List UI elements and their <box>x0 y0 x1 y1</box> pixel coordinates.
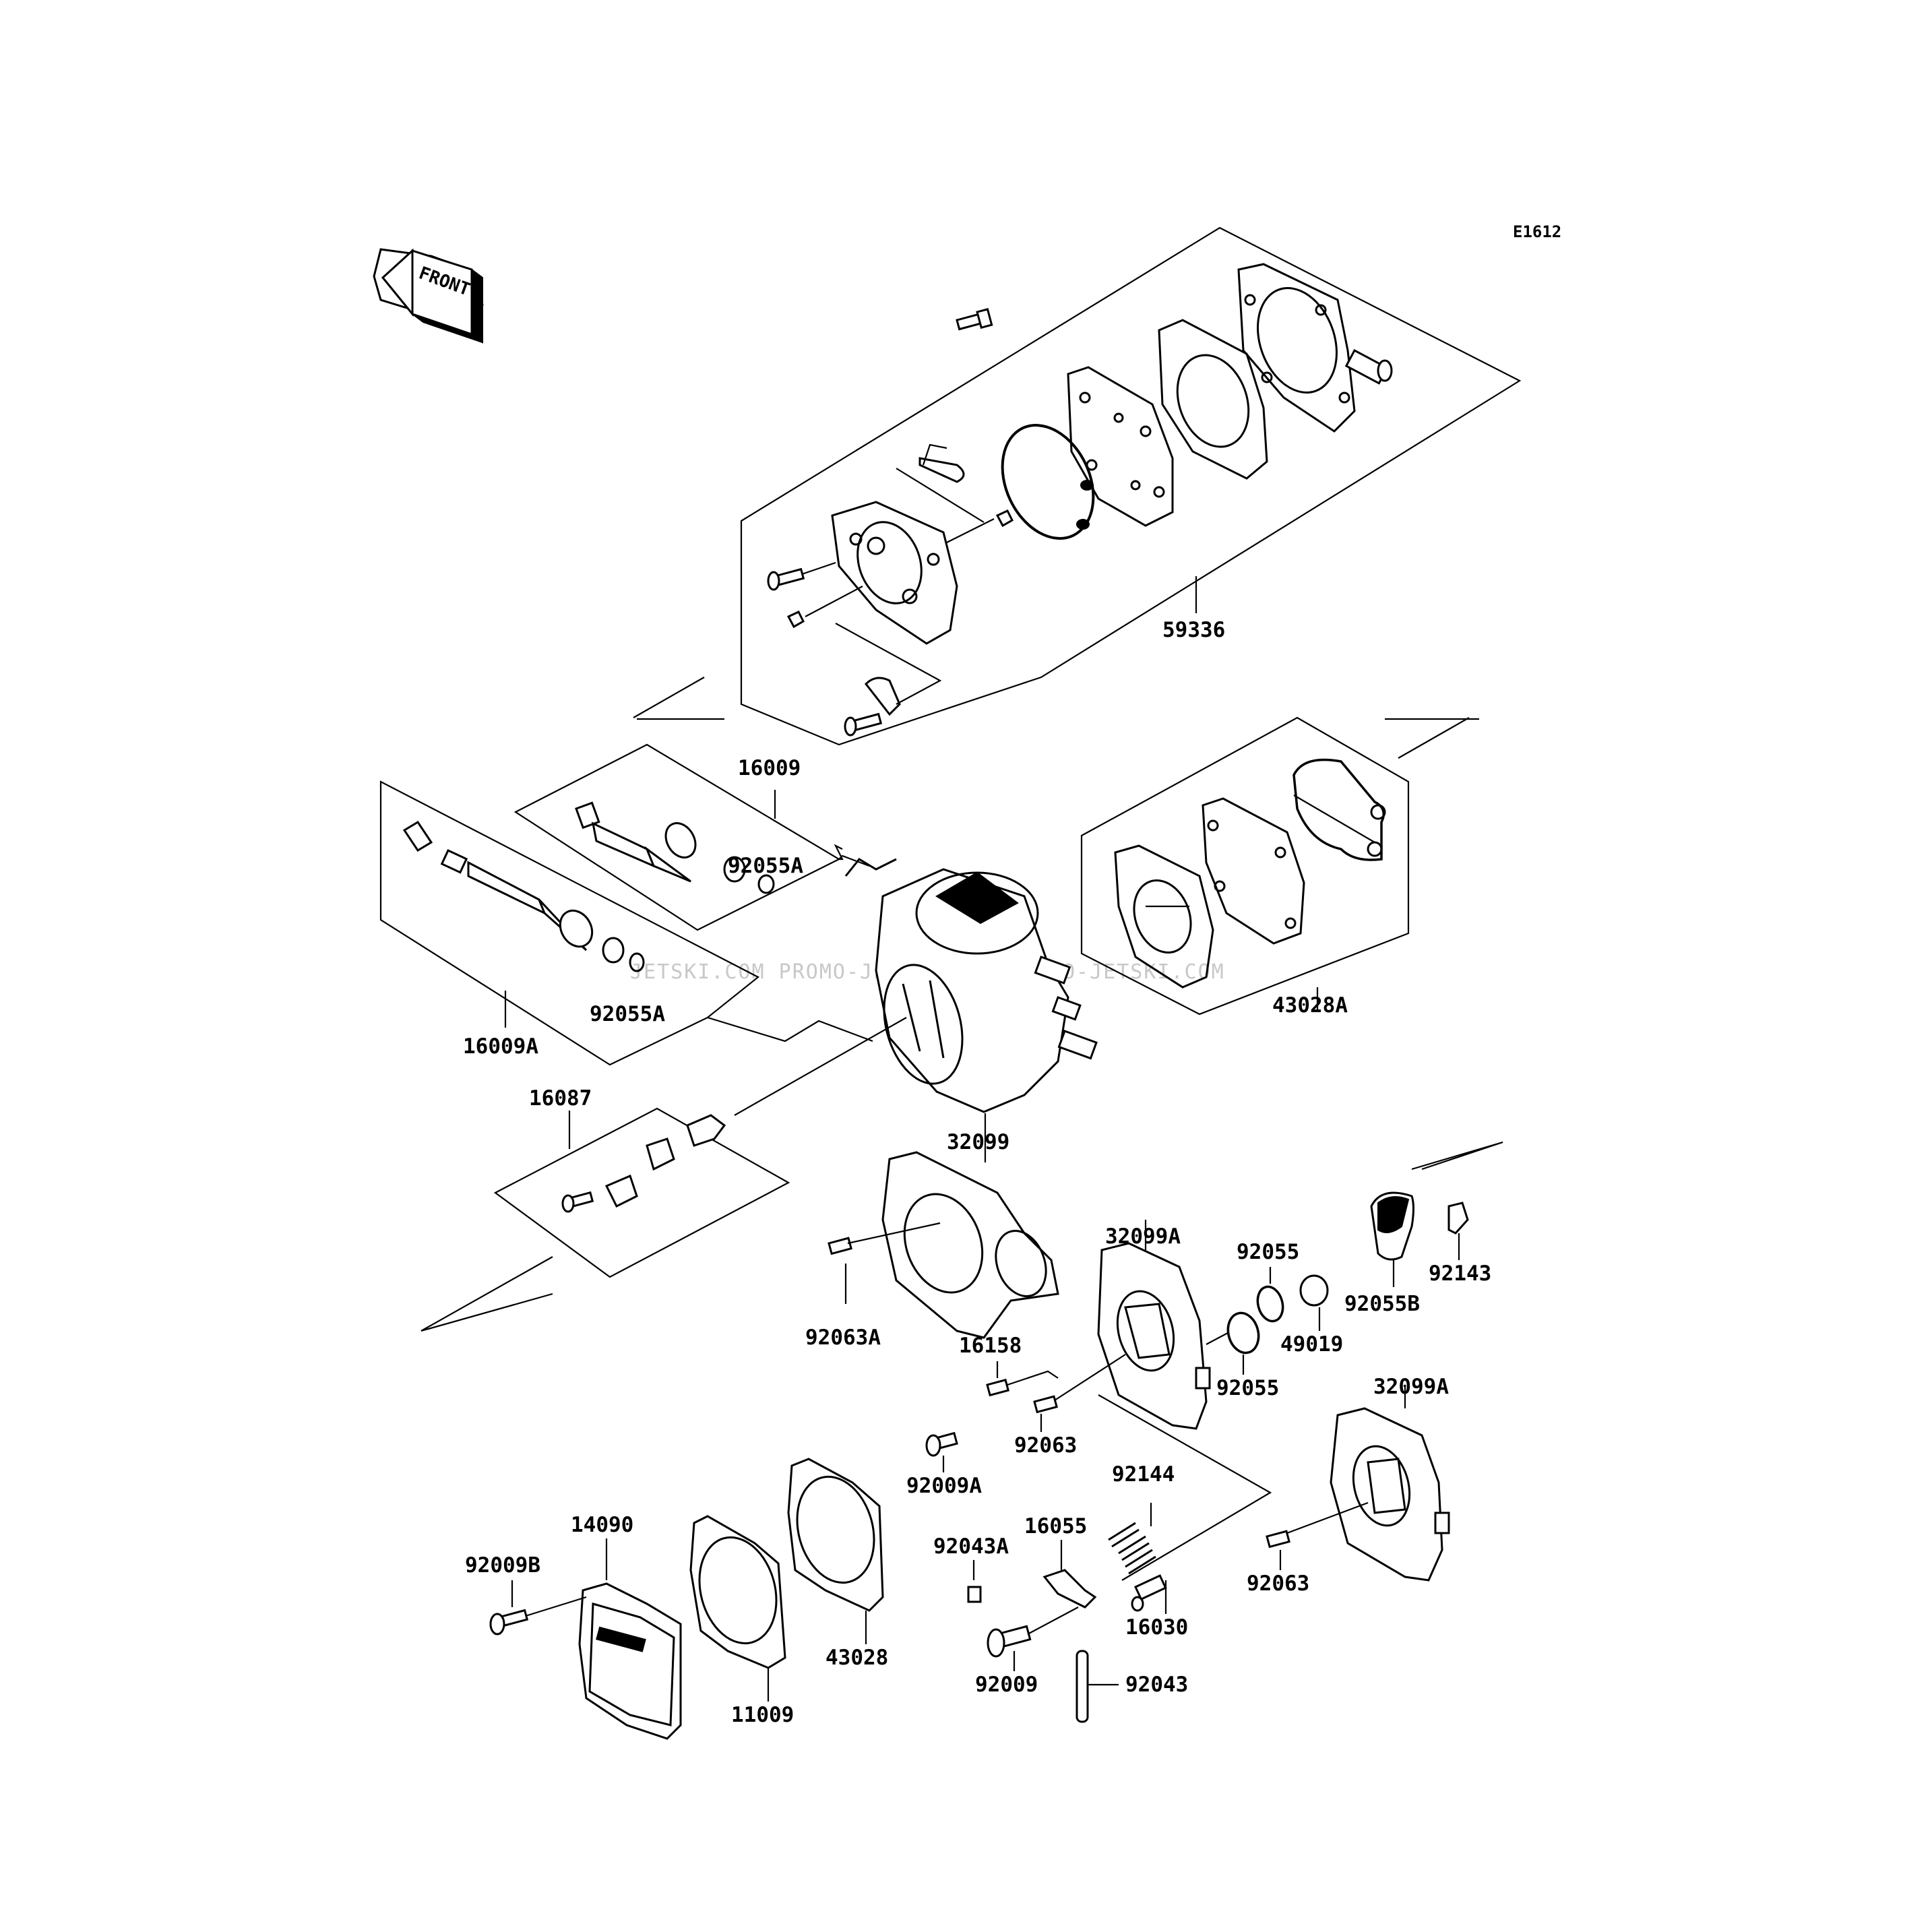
label-43028: 43028 <box>825 1646 888 1670</box>
label-92055-2: 92055 <box>1216 1376 1279 1400</box>
plug-49019 <box>1299 1274 1329 1331</box>
pump-screw-left <box>767 561 836 591</box>
screw-92063A <box>828 1222 941 1304</box>
label-32099: 32099 <box>947 1130 1009 1154</box>
screw-92063-2 <box>1266 1501 1369 1570</box>
needle-16030 <box>1131 1574 1167 1614</box>
label-92063A: 92063A <box>805 1326 881 1350</box>
label-49019: 49019 <box>1280 1332 1343 1357</box>
screw-92009A <box>925 1431 958 1472</box>
screw-92009B <box>489 1580 587 1635</box>
screw-16158 <box>986 1361 1059 1397</box>
lever-16055 <box>1042 1540 1097 1609</box>
pump-screw-bottom <box>844 677 901 737</box>
pump-nut-right <box>946 509 1014 543</box>
label-92063-2: 92063 <box>1247 1571 1309 1596</box>
label-43028A: 43028A <box>1272 993 1348 1018</box>
label-92055A-2: 92055A <box>590 1002 665 1026</box>
label-59336: 59336 <box>1162 618 1225 642</box>
oring-92055-1 <box>1256 1267 1284 1323</box>
label-92009A: 92009A <box>906 1474 982 1498</box>
plate-32099A-2 <box>1330 1385 1450 1582</box>
gasket-43028A-1 <box>1114 844 1214 989</box>
label-16009: 16009 <box>738 756 801 780</box>
diagram-code: E1612 <box>1513 222 1561 241</box>
cover-92055B <box>1370 1191 1414 1287</box>
label-92143: 92143 <box>1429 1261 1491 1286</box>
plate-32099 <box>881 1113 1059 1339</box>
label-92055B: 92055B <box>1344 1292 1420 1316</box>
part-box-16087 <box>493 1107 790 1278</box>
label-32099A-2: 32099A <box>1373 1375 1449 1399</box>
label-16030: 16030 <box>1125 1615 1188 1640</box>
clip-92143 <box>1447 1202 1469 1260</box>
needle-16009A <box>402 820 645 972</box>
label-16009A: 16009A <box>463 1034 538 1059</box>
label-14090: 14090 <box>571 1513 633 1537</box>
front-arrow-icon: FRONT <box>373 248 484 344</box>
needle-box-16009A <box>379 780 873 1066</box>
label-92144: 92144 <box>1112 1462 1175 1487</box>
gasket-43028A-3 <box>1292 758 1386 861</box>
pump-kit-box <box>633 226 1522 746</box>
pump-diaphragm <box>1001 424 1095 540</box>
carburetor-body <box>734 858 1098 1116</box>
pump-gasket-1 <box>1158 319 1268 480</box>
label-11009: 11009 <box>731 1703 794 1727</box>
gasket-box-43028A <box>1080 716 1479 1016</box>
diaphragm-43028 <box>787 1458 884 1644</box>
pump-gasket-2 <box>1067 366 1174 527</box>
gasket-11009 <box>689 1515 786 1702</box>
label-92055A-1: 92055A <box>728 854 803 878</box>
needle-16009 <box>575 801 775 894</box>
label-92009B: 92009B <box>465 1553 540 1578</box>
screw-92009 <box>987 1607 1079 1671</box>
label-92043A: 92043A <box>933 1534 1009 1559</box>
label-92055-1: 92055 <box>1237 1240 1299 1264</box>
plate-32099A-1 <box>1097 1220 1211 1430</box>
spring-92144 <box>1108 1503 1156 1575</box>
pump-nut-left <box>786 586 942 705</box>
label-16055: 16055 <box>1024 1514 1087 1538</box>
gasket-43028A-2 <box>1202 797 1305 945</box>
pin-92043A <box>967 1560 982 1603</box>
label-92009: 92009 <box>975 1673 1038 1697</box>
label-92043: 92043 <box>1125 1673 1188 1697</box>
needle-box-16009 <box>513 743 870 931</box>
pump-body <box>831 501 958 645</box>
oring-92055-2 <box>1206 1311 1260 1375</box>
label-16087: 16087 <box>529 1086 592 1111</box>
pump-screw-top <box>896 308 993 523</box>
label-16158: 16158 <box>959 1334 1022 1358</box>
pin-92043 <box>1076 1650 1119 1723</box>
screw-92063-1 <box>1033 1354 1126 1432</box>
cover-14090 <box>578 1538 682 1740</box>
label-92063-1: 92063 <box>1014 1433 1077 1458</box>
pump-cover-part <box>1237 263 1393 433</box>
label-32099A-1: 32099A <box>1105 1224 1181 1249</box>
